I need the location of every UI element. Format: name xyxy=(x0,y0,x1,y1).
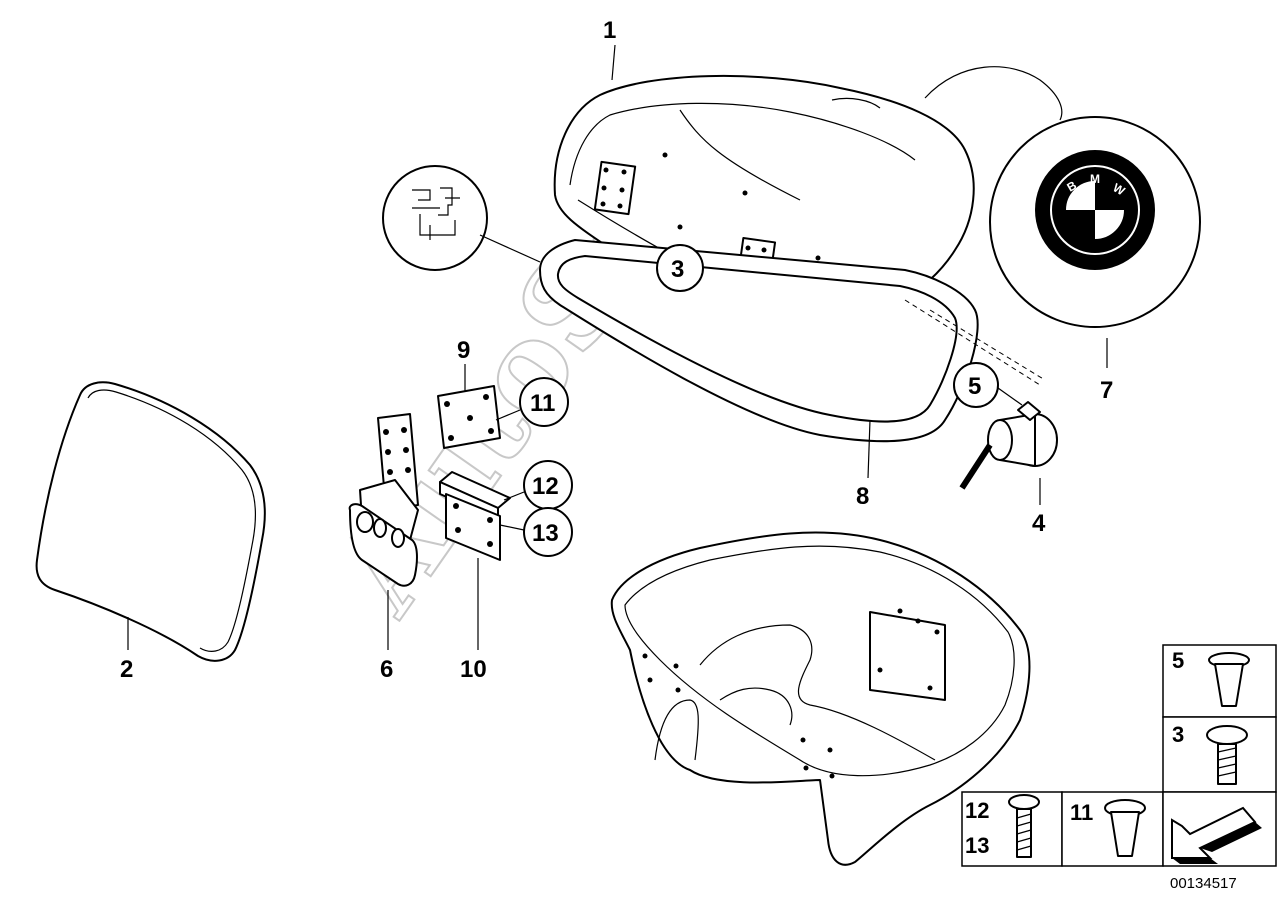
legend-label-5: 5 xyxy=(1172,648,1184,673)
label-1: 1 xyxy=(603,17,616,44)
detail-leader xyxy=(479,234,541,263)
arrow-icon xyxy=(1171,806,1262,864)
screw-icon-12-13 xyxy=(1008,794,1040,858)
label-9: 9 xyxy=(457,337,470,364)
label-2: 2 xyxy=(120,656,133,683)
label-7: 7 xyxy=(1100,377,1113,404)
callout-13 xyxy=(523,507,573,557)
leader-8 xyxy=(867,419,871,479)
label-4: 4 xyxy=(1032,510,1046,537)
rivet-icon-11 xyxy=(1104,799,1146,857)
part-2-backrest xyxy=(35,381,266,662)
callout-5 xyxy=(953,362,999,408)
leader-11 xyxy=(495,409,521,421)
label-10: 10 xyxy=(460,656,487,683)
fastener-legend: 5 3 12 13 11 xyxy=(961,644,1277,867)
leader-5 xyxy=(997,387,1023,406)
part-8-seal xyxy=(539,239,979,443)
legend-label-12: 12 xyxy=(965,798,989,823)
leader-13 xyxy=(499,524,525,531)
part-4-lock xyxy=(959,401,1058,490)
label-13: 13 xyxy=(532,520,559,547)
legend-label-11: 11 xyxy=(1070,800,1093,825)
seal-profile-detail xyxy=(382,165,541,271)
label-3: 3 xyxy=(671,256,684,283)
part-6-hinge xyxy=(348,413,419,587)
legend-label-3: 3 xyxy=(1172,722,1184,747)
leader-12 xyxy=(503,491,525,501)
emblem-letter-m: M xyxy=(1090,172,1100,186)
leader-1 xyxy=(611,44,616,81)
callout-3 xyxy=(656,244,704,292)
image-id: 00134517 xyxy=(1170,875,1237,892)
part-10-block xyxy=(439,471,511,561)
rivet-icon-5 xyxy=(1208,652,1250,707)
part-9-plate xyxy=(437,385,501,449)
legend-label-13: 13 xyxy=(965,833,989,858)
part-7-emblem-detail: B M W xyxy=(924,66,1201,328)
guide-line-4b xyxy=(929,309,1046,381)
callout-11 xyxy=(519,377,569,427)
label-8: 8 xyxy=(856,483,869,510)
label-6: 6 xyxy=(380,656,393,683)
label-5: 5 xyxy=(968,373,981,400)
screw-icon-3 xyxy=(1206,725,1248,785)
bottom-case xyxy=(610,531,1031,866)
label-11: 11 xyxy=(530,390,555,417)
label-12: 12 xyxy=(532,473,559,500)
